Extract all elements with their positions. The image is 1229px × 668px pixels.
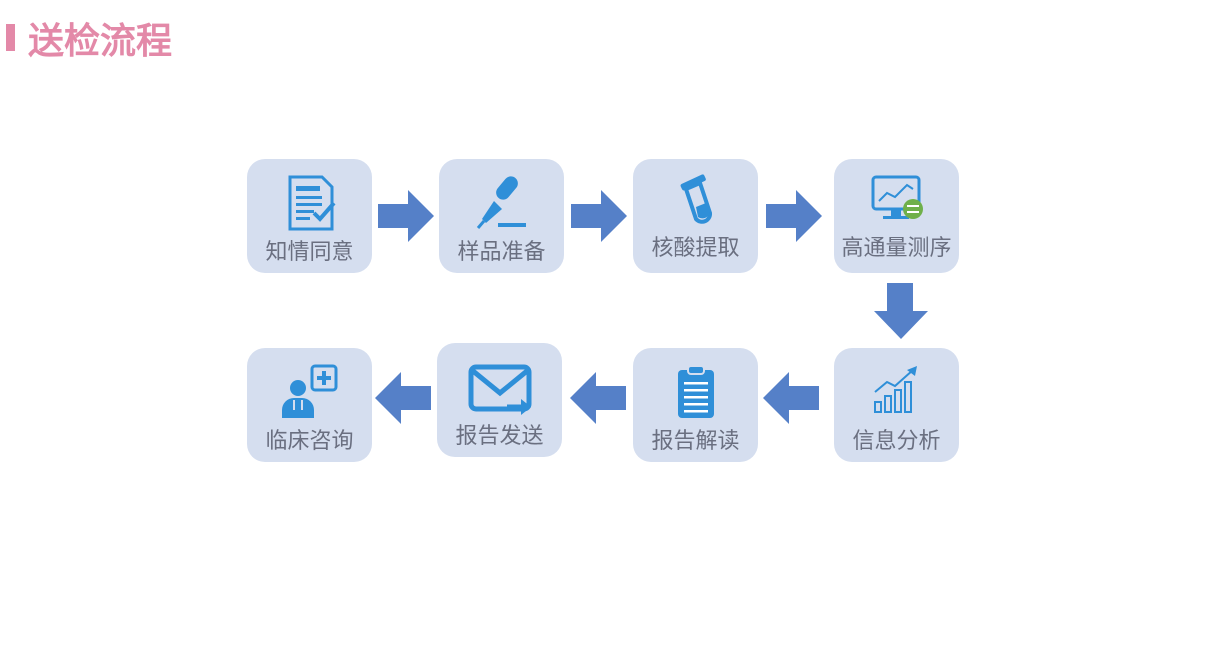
step-card-extraction: 核酸提取: [633, 159, 758, 273]
test-tube-icon: [633, 173, 758, 233]
step-card-analysis: 信息分析: [834, 348, 959, 462]
step-label: 报告解读: [651, 429, 740, 454]
arrow-left-icon: [375, 372, 431, 424]
step-label: 信息分析: [852, 429, 941, 454]
arrow-left-icon: [763, 372, 819, 424]
step-label: 知情同意: [265, 240, 354, 265]
step-card-sequencing: 高通量测序: [834, 159, 959, 273]
arrow-right-icon: [378, 190, 434, 242]
step-card-send: 报告发送: [437, 343, 562, 457]
title-accent-bar: [6, 24, 15, 51]
monitor-sequencing-icon: [834, 171, 959, 231]
step-label: 高通量测序: [841, 236, 952, 261]
arrow-right-icon: [766, 190, 822, 242]
step-label: 临床咨询: [265, 429, 354, 454]
document-check-icon: [247, 173, 372, 233]
step-label: 核酸提取: [651, 236, 740, 261]
step-label: 报告发送: [455, 424, 544, 449]
doctor-icon: [247, 362, 372, 422]
clipboard-icon: [633, 362, 758, 422]
step-label: 样品准备: [457, 240, 546, 265]
step-card-consent: 知情同意: [247, 159, 372, 273]
mail-send-icon: [437, 361, 562, 421]
step-card-sample: 样品准备: [439, 159, 564, 273]
page-title: 送检流程: [28, 21, 173, 62]
arrow-down-icon: [874, 283, 928, 339]
growth-chart-icon: [834, 362, 959, 422]
step-card-interpretation: 报告解读: [633, 348, 758, 462]
arrow-left-icon: [570, 372, 626, 424]
step-card-consultation: 临床咨询: [247, 348, 372, 462]
arrow-right-icon: [571, 190, 627, 242]
pipette-icon: [439, 173, 564, 233]
